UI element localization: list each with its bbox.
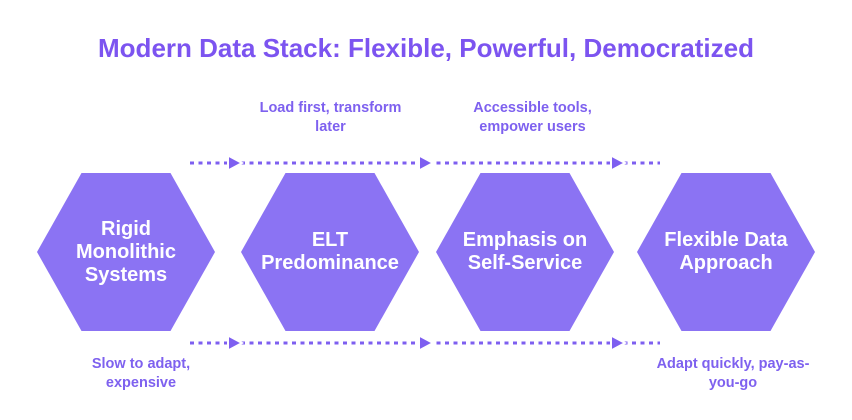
arrowhead-icon xyxy=(418,153,436,173)
annotation-rigid-monolithic: Slow to adapt, expensive xyxy=(91,356,191,391)
arrowhead-icon xyxy=(418,333,436,353)
arrowhead-icon xyxy=(227,153,245,173)
stage-hexagon-2: ELT Predominance xyxy=(241,173,419,331)
annotation-elt-predominance: Load first, transform later xyxy=(259,100,402,135)
diagram-title: Modern Data Stack: Flexible, Powerful, D… xyxy=(98,33,754,63)
arrowhead-icon xyxy=(610,153,628,173)
stage-label: Emphasis on Self-Service xyxy=(462,229,588,274)
stage-label: ELT Predominance xyxy=(261,229,399,274)
stage-hexagon-1: Rigid Monolithic Systems xyxy=(37,173,215,331)
stage-hexagon-4: Flexible Data Approach xyxy=(637,173,815,331)
arrowhead-icon xyxy=(227,333,245,353)
stage-hexagon-3: Emphasis on Self-Service xyxy=(436,173,614,331)
stage-label: Flexible Data Approach xyxy=(664,229,788,274)
annotation-flexible-data: Adapt quickly, pay-as-you-go xyxy=(656,356,810,391)
annotation-self-service: Accessible tools, empower users xyxy=(473,100,592,135)
stage-label: Rigid Monolithic Systems xyxy=(76,217,176,286)
arrowhead-icon xyxy=(610,333,628,353)
